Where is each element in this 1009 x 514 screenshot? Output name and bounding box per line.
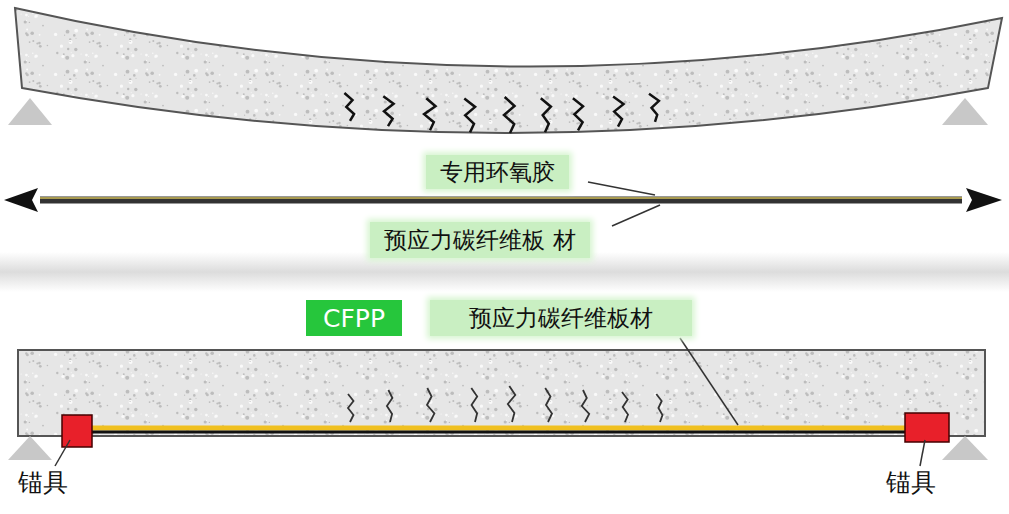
support bbox=[8, 98, 52, 125]
crack bbox=[348, 394, 354, 422]
crack bbox=[656, 394, 662, 422]
crack bbox=[545, 388, 552, 422]
label-text: 预应力碳纤维板 材 bbox=[384, 225, 575, 256]
arrow-head bbox=[4, 188, 38, 212]
support bbox=[8, 436, 52, 460]
crack bbox=[582, 390, 589, 422]
anchor bbox=[905, 413, 949, 442]
crack bbox=[508, 386, 516, 422]
anchor bbox=[62, 415, 92, 447]
support bbox=[942, 98, 988, 125]
crack bbox=[464, 98, 475, 132]
anchor-label: 锚具 bbox=[18, 466, 68, 499]
label-text: 专用环氧胶 bbox=[440, 157, 555, 188]
cfrp-plate bbox=[40, 197, 962, 204]
label-text: CFPP bbox=[323, 304, 385, 333]
label-box: 预应力碳纤维板材 bbox=[430, 300, 692, 336]
separator-band bbox=[0, 252, 1009, 292]
crack bbox=[541, 98, 551, 132]
crack bbox=[471, 388, 477, 422]
anchor-label: 锚具 bbox=[886, 466, 936, 499]
cracks bbox=[344, 93, 659, 133]
label-box: 预应力碳纤维板 材 bbox=[370, 222, 589, 258]
plate-edge bbox=[90, 431, 906, 434]
crack bbox=[387, 390, 393, 422]
label-box: CFPP bbox=[306, 300, 402, 336]
leader-line bbox=[612, 205, 660, 226]
crack bbox=[649, 94, 659, 122]
leader-line bbox=[680, 338, 738, 425]
crack bbox=[504, 97, 515, 133]
crack bbox=[573, 98, 583, 130]
plate-glue bbox=[40, 197, 962, 199]
leader-line bbox=[920, 440, 925, 466]
crack bbox=[344, 93, 354, 121]
crack bbox=[424, 98, 435, 130]
cfrp-plate bbox=[90, 426, 906, 431]
leader-line bbox=[55, 440, 70, 466]
crack bbox=[622, 392, 628, 422]
label-text: 预应力碳纤维板材 bbox=[469, 303, 653, 334]
arrow-head bbox=[966, 188, 1002, 212]
crack bbox=[383, 96, 393, 126]
bent-beam bbox=[15, 8, 1002, 133]
label-box: 专用环氧胶 bbox=[426, 155, 569, 189]
leader-line bbox=[588, 182, 655, 195]
cracks bbox=[348, 386, 663, 422]
beam bbox=[18, 350, 985, 436]
crack bbox=[613, 97, 623, 127]
crack bbox=[427, 388, 434, 422]
